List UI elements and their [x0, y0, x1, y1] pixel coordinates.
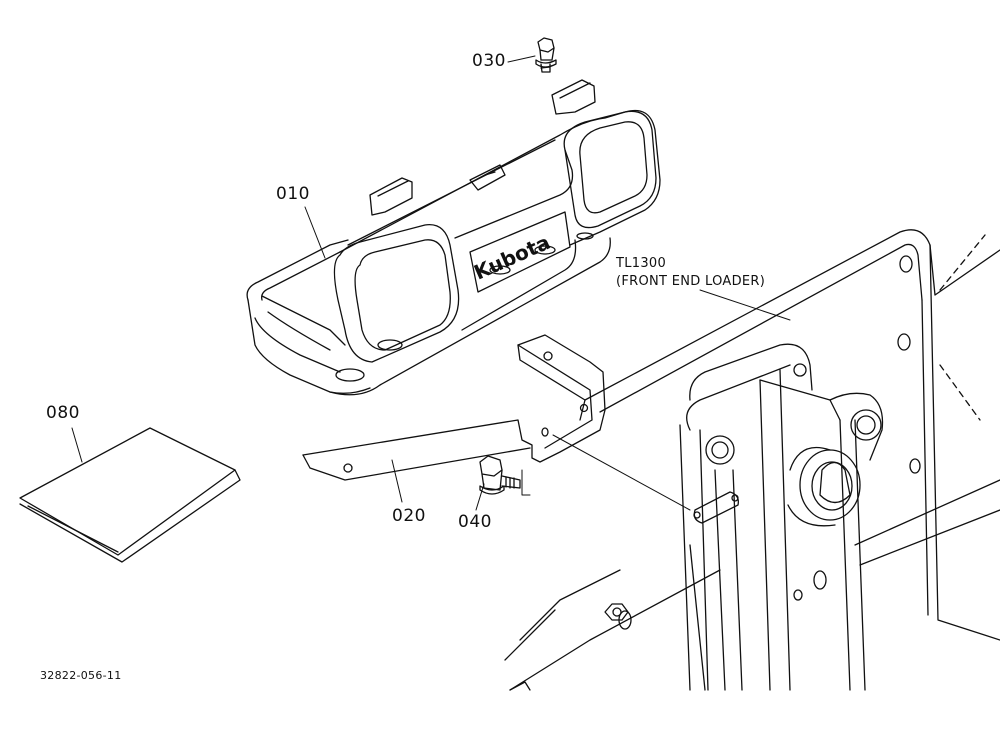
callout-020: 020 — [392, 506, 426, 526]
callout-040: 040 — [458, 512, 492, 532]
callout-010: 010 — [276, 184, 310, 204]
reference-model: TL1300 — [616, 256, 667, 271]
tool-box — [246, 79, 661, 396]
callout-030: 030 — [472, 51, 506, 71]
bracket — [302, 334, 606, 481]
bolt-030 — [535, 37, 557, 73]
bolt-040 — [479, 455, 521, 495]
leader-lines — [71, 55, 791, 511]
loader-frame — [504, 229, 1000, 691]
brand-mark: Kubota — [470, 230, 553, 285]
callout-080: 080 — [46, 403, 80, 423]
document-080 — [19, 427, 241, 563]
drawing-number: 32822-056-11 — [40, 669, 122, 682]
reference-description: (FRONT END LOADER) — [616, 274, 766, 289]
